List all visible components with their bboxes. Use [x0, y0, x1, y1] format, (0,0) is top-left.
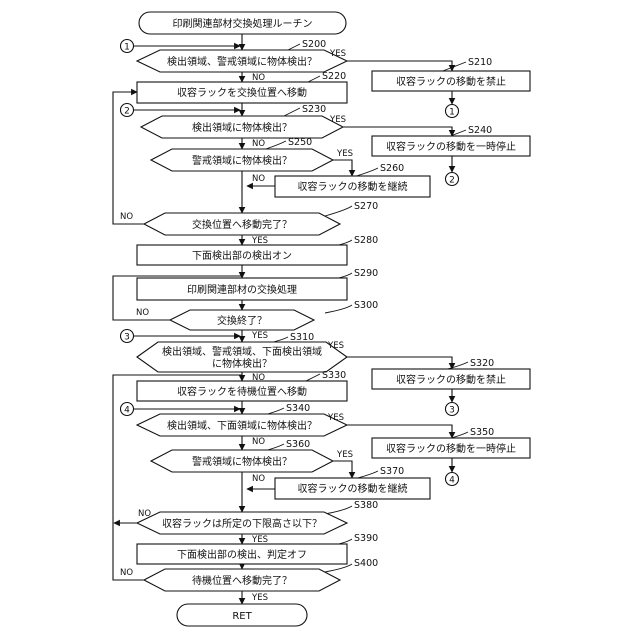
step-label-s320: S320 — [470, 358, 494, 369]
decision-s230: 検出領域に物体検出？ S230 YES NO — [141, 104, 346, 149]
no-label: NO — [252, 474, 265, 484]
process-s210-label: 収容ラックの移動を禁止 — [396, 75, 506, 88]
step-label-s340: S340 — [286, 403, 310, 414]
end-terminal: RET — [177, 604, 307, 626]
connector-label: 2 — [124, 107, 130, 117]
process-s220-label: 収容ラックを交換位置へ移動 — [177, 86, 307, 99]
process-s350: 収容ラックの移動を一時停止 S350 — [372, 427, 530, 458]
no-label: NO — [120, 568, 133, 578]
process-s240: 収容ラックの移動を一時停止 S240 — [372, 125, 530, 156]
step-label-s260: S260 — [380, 163, 404, 174]
step-label-s350: S350 — [470, 427, 494, 438]
step-label-s240: S240 — [468, 125, 492, 136]
start-terminal-label: 印刷関連部材交換処理ルーチン — [173, 17, 313, 30]
connector-4-entry: 4 — [121, 403, 134, 416]
connector-2-entry: 2 — [121, 104, 134, 117]
connector-label: 1 — [449, 108, 455, 118]
step-label-s210: S210 — [468, 57, 492, 68]
process-s370-label: 収容ラックの移動を継続 — [298, 482, 408, 495]
no-label: NO — [252, 174, 265, 184]
yes-label: YES — [329, 115, 346, 125]
connector-label: 3 — [124, 333, 130, 343]
decision-s400-label: 待機位置へ移動完了？ — [192, 574, 292, 587]
yes-label: YES — [336, 149, 353, 159]
no-label: NO — [252, 437, 265, 447]
connector-3-exit: 3 — [446, 403, 459, 416]
connector-label: 4 — [449, 476, 455, 486]
end-terminal-label: RET — [232, 611, 252, 622]
decision-s300-label: 交換終了？ — [217, 314, 267, 327]
decision-s300: 交換終了？ S300 NO YES — [136, 300, 378, 341]
yes-label: YES — [327, 413, 344, 423]
step-label-s330: S330 — [322, 370, 346, 381]
process-s350-label: 収容ラックの移動を一時停止 — [386, 442, 516, 455]
no-label: NO — [252, 139, 265, 149]
yes-label: YES — [251, 331, 268, 341]
yes-label: YES — [327, 341, 344, 351]
step-label-s250: S250 — [288, 137, 312, 148]
step-label-s310: S310 — [290, 332, 314, 343]
start-terminal: 印刷関連部材交換処理ルーチン — [139, 12, 346, 34]
no-label: NO — [136, 308, 149, 318]
yes-label: YES — [329, 49, 346, 59]
step-label-s280: S280 — [354, 235, 378, 246]
step-label-s270: S270 — [354, 201, 378, 212]
process-s390-label: 下面検出部の検出、判定オフ — [177, 548, 307, 561]
decision-s270-label: 交換位置へ移動完了？ — [192, 218, 292, 231]
process-s290-label: 印刷関連部材の交換処理 — [187, 283, 297, 296]
decision-s380: 収容ラックは所定の下限高さ以下？ S380 NO YES — [137, 500, 378, 545]
no-label: NO — [138, 509, 151, 519]
step-label-s400: S400 — [354, 558, 378, 569]
connector-label: 3 — [449, 406, 455, 416]
connector-label: 4 — [124, 406, 130, 416]
connector-2-exit: 2 — [446, 173, 459, 186]
no-label: NO — [120, 212, 133, 222]
step-label-s380: S380 — [354, 500, 378, 511]
connector-1-entry: 1 — [121, 40, 134, 53]
decision-s340-label: 検出領域、下面領域に物体検出？ — [167, 419, 317, 432]
decision-s380-label: 収容ラックは所定の下限高さ以下？ — [162, 517, 322, 530]
connector-4-exit: 4 — [446, 473, 459, 486]
step-label-s370: S370 — [380, 466, 404, 477]
step-label-s230: S230 — [302, 104, 326, 115]
connector-label: 2 — [449, 176, 455, 186]
step-label-s220: S220 — [322, 71, 346, 82]
decision-s200-label: 検出領域、警戒領域に物体検出？ — [167, 55, 317, 68]
process-s330-label: 収容ラックを待機位置へ移動 — [177, 385, 307, 398]
decision-s360-label: 警戒領域に物体検出？ — [192, 455, 292, 468]
connector-3-entry: 3 — [121, 330, 134, 343]
decision-s310-label-line1: 検出領域、警戒領域、下面検出領域 — [162, 345, 322, 358]
decision-s310-label-line2: に物体検出？ — [212, 357, 272, 370]
decision-s400: 待機位置へ移動完了？ S400 NO YES — [120, 558, 378, 603]
process-s320: 収容ラックの移動を禁止 S320 — [372, 358, 530, 389]
connector-1-exit: 1 — [446, 105, 459, 118]
step-label-s390: S390 — [354, 533, 378, 544]
process-s290: 印刷関連部材の交換処理 S290 — [137, 268, 378, 300]
process-s320-label: 収容ラックの移動を禁止 — [396, 373, 506, 386]
decision-s250-label: 警戒領域に物体検出？ — [192, 154, 292, 167]
step-label-s290: S290 — [354, 268, 378, 279]
step-label-s300: S300 — [354, 300, 378, 311]
process-s240-label: 収容ラックの移動を一時停止 — [386, 140, 516, 153]
decision-s270: 交換位置へ移動完了？ S270 NO YES — [120, 201, 378, 246]
yes-label: YES — [336, 450, 353, 460]
step-label-s200: S200 — [302, 39, 326, 50]
process-s210: 収容ラックの移動を禁止 S210 — [372, 57, 530, 91]
process-s280-label: 下面検出部の検出オン — [192, 249, 292, 262]
yes-label: YES — [251, 593, 268, 603]
connector-label: 1 — [124, 43, 130, 53]
step-label-s360: S360 — [286, 439, 310, 450]
process-s260-label: 収容ラックの移動を継続 — [298, 180, 408, 193]
decision-s230-label: 検出領域に物体検出？ — [192, 121, 292, 134]
